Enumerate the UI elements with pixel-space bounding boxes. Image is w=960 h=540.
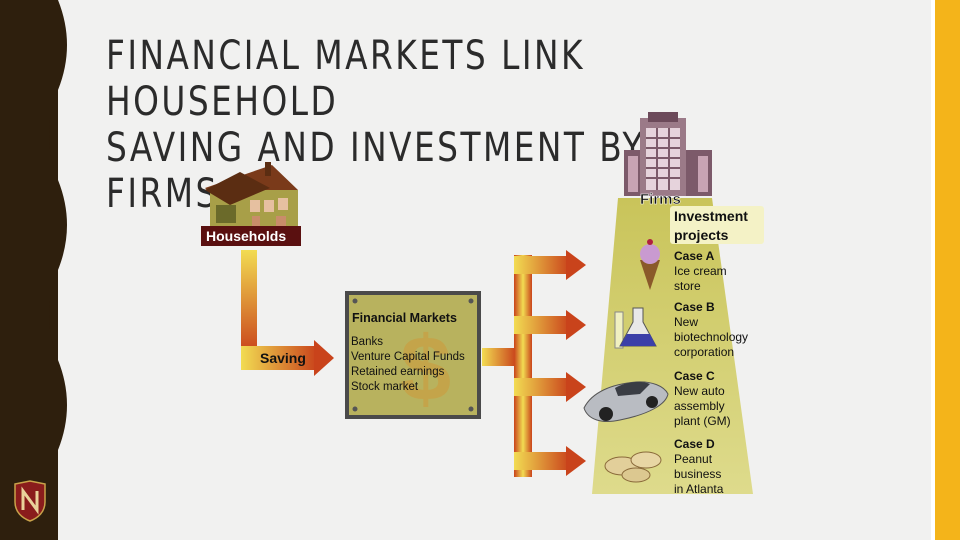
households-label: Households: [206, 228, 286, 244]
financial-markets-heading: Financial Markets: [352, 311, 457, 325]
rivet-icon: [353, 299, 358, 304]
rivet-icon: [353, 407, 358, 412]
firms-label: Firms: [640, 191, 681, 208]
case-c-title: Case C: [674, 369, 715, 383]
markets-to-trunk-connector: [482, 348, 516, 366]
case-c-line: plant (GM): [674, 414, 731, 428]
case-d-line: in Atlanta: [674, 482, 724, 496]
case-a-title: Case A: [674, 249, 715, 263]
case-c-line: New auto: [674, 384, 725, 398]
case-a-line: Ice cream: [674, 264, 727, 278]
case-b-line: corporation: [674, 345, 734, 359]
office-building-icon: [624, 112, 712, 196]
saving-arrow-head: [314, 340, 334, 376]
case-d-line: Peanut: [674, 452, 713, 466]
case-d-line: business: [674, 467, 721, 481]
case-c-line: assembly: [674, 399, 725, 413]
house-icon: [205, 162, 298, 230]
financial-markets-item: Banks: [351, 336, 383, 348]
investment-heading-line2: projects: [674, 227, 729, 243]
saving-label: Saving: [260, 350, 306, 366]
rivet-icon: [469, 407, 474, 412]
financial-markets-item: Venture Capital Funds: [351, 351, 465, 363]
case-b-line: biotechnology: [674, 330, 748, 344]
case-d-title: Case D: [674, 437, 715, 451]
distribution-trunk: [514, 255, 532, 477]
case-b-line: New: [674, 315, 698, 329]
financial-markets-item: Stock market: [351, 381, 419, 393]
case-b-title: Case B: [674, 300, 715, 314]
investment-heading-line1: Investment: [674, 208, 748, 224]
rivet-icon: [469, 299, 474, 304]
case-a-line: store: [674, 279, 701, 293]
saving-arrow-vertical: [241, 250, 257, 354]
financial-markets-item: Retained earnings: [351, 366, 445, 378]
